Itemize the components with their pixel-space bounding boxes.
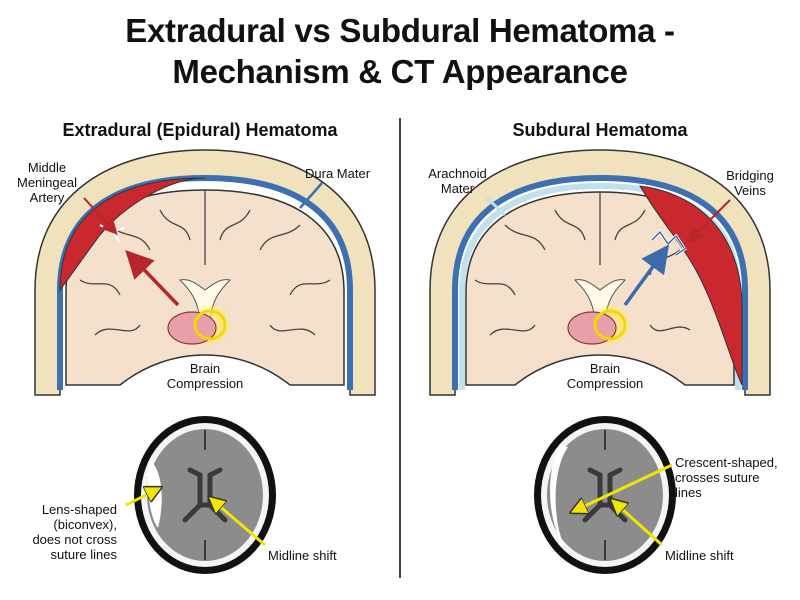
midline-pointer-arrow bbox=[210, 498, 266, 547]
crescent-shaped-label: Crescent-shaped, crosses suture lines bbox=[675, 455, 778, 500]
crescent-shaped-hematoma bbox=[550, 445, 568, 548]
subdural-ct-scan bbox=[534, 416, 676, 574]
brainstem bbox=[167, 311, 217, 345]
midline-shift-label: Midline shift bbox=[268, 548, 337, 563]
dura-mater-label: Dura Mater bbox=[305, 166, 371, 181]
brain-compression-label: Brain Compression bbox=[566, 361, 644, 391]
subdural-hematoma bbox=[639, 185, 743, 386]
extradural-hematoma bbox=[59, 177, 206, 292]
artery-pointer-arrow bbox=[83, 197, 118, 235]
dura-pointer-line bbox=[299, 182, 323, 209]
brain-gyri bbox=[79, 190, 331, 336]
panel-divider bbox=[399, 118, 401, 578]
brain-compression-label: Brain Compression bbox=[166, 361, 244, 391]
compression-blue-arrow bbox=[623, 244, 670, 307]
page-title: Extradural vs Subdural Hematoma - Mechan… bbox=[0, 10, 800, 92]
compression-ring bbox=[593, 309, 627, 341]
dura-mater bbox=[452, 174, 748, 390]
extradural-cross-section bbox=[34, 149, 376, 396]
arachnoid-pointer-line bbox=[485, 196, 507, 217]
crescent-pointer-arrow bbox=[572, 463, 673, 512]
lens-pointer-arrow bbox=[125, 488, 160, 507]
title-line-1: Extradural vs Subdural Hematoma - bbox=[125, 12, 675, 49]
arachnoid-mater-label: Arachnoid Mater bbox=[428, 166, 487, 196]
middle-meningeal-artery-label: Middle Meningeal Artery bbox=[17, 160, 77, 205]
midline-shift-label: Midline shift bbox=[665, 548, 734, 563]
brainstem bbox=[567, 311, 617, 345]
ventricles bbox=[178, 279, 232, 321]
lens-shaped-label: Lens-shaped (biconvex), does not cross s… bbox=[32, 502, 117, 562]
veins-pointer-arrow bbox=[687, 199, 731, 243]
compression-ring bbox=[193, 309, 227, 341]
bridging-veins-label: Bridging Veins bbox=[726, 168, 774, 198]
subdural-cross-section bbox=[429, 149, 771, 396]
midline-pointer-arrow bbox=[612, 500, 664, 547]
compression-red-arrow bbox=[125, 249, 180, 307]
title-line-2: Mechanism & CT Appearance bbox=[172, 53, 628, 90]
extradural-heading: Extradural (Epidural) Hematoma bbox=[62, 120, 338, 140]
extradural-ct-scan bbox=[125, 416, 276, 574]
ventricles bbox=[573, 279, 627, 321]
subdural-heading: Subdural Hematoma bbox=[512, 120, 688, 140]
